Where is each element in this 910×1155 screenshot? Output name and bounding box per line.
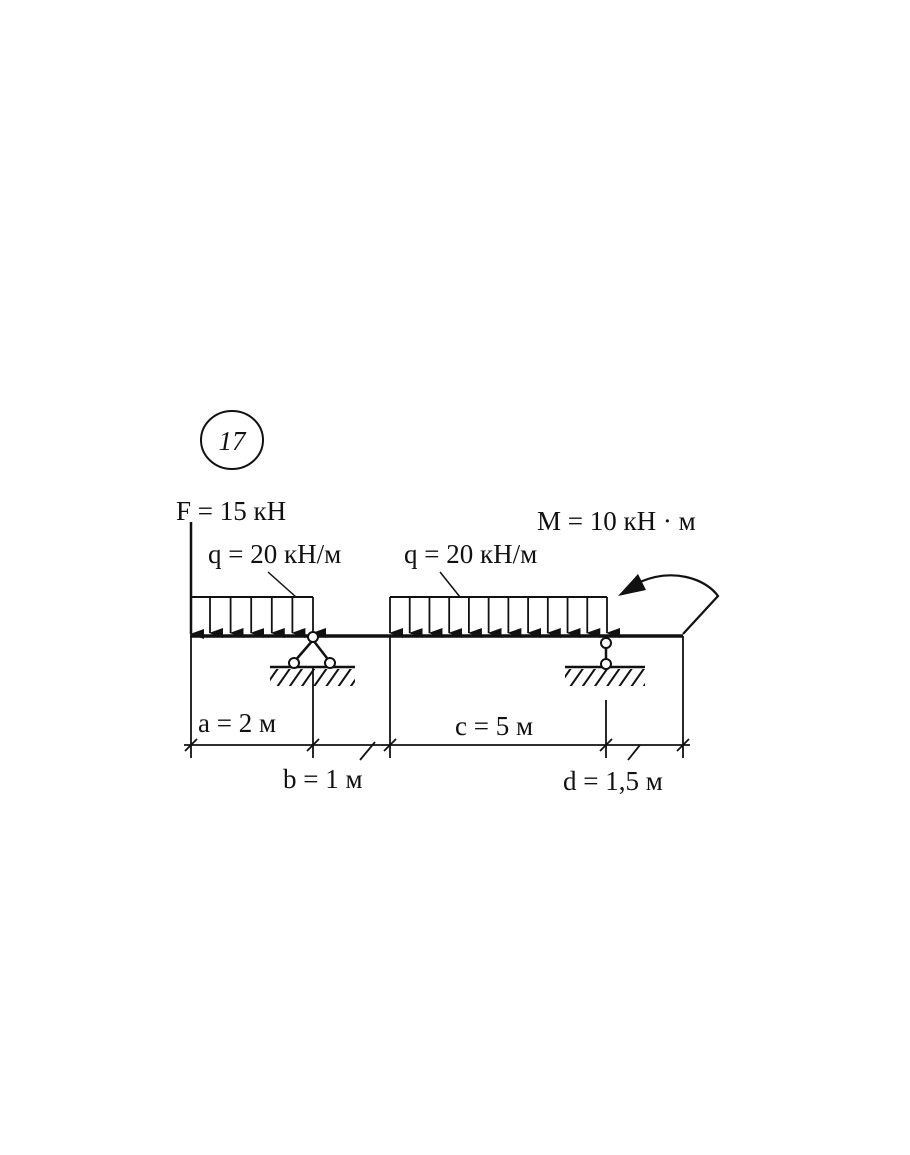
distributed-load-left [191,571,326,638]
problem-number: 17 [219,426,248,456]
dimension-d: d = 1,5 м [563,766,663,796]
problem-number-badge: 17 [200,410,264,470]
dimension-c: c = 5 м [455,711,533,741]
roller-support [565,637,645,686]
distributed-load-right-label: q = 20 кН/м [404,539,537,569]
moment-arrowhead [618,574,646,596]
dimension-b: b = 1 м [283,764,363,794]
distributed-load-right [389,571,620,638]
moment-label: M = 10 кН · м [537,506,696,536]
dimension-a: a = 2 м [198,708,276,738]
moment-arrow [639,574,720,635]
dimension-lines [184,636,690,761]
force-label: F = 15 кН [176,496,286,526]
distributed-load-left-label: q = 20 кН/м [208,539,341,569]
